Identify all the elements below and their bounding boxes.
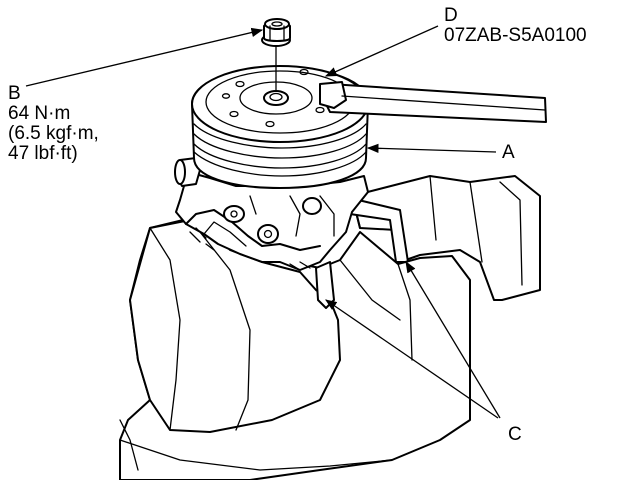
callout-c: C bbox=[508, 425, 522, 445]
pulley-holder-tool bbox=[319, 81, 547, 123]
nut-hex-edges bbox=[269, 25, 285, 41]
vise-base bbox=[119, 439, 393, 471]
pump-nozzle-end bbox=[174, 159, 186, 185]
nut-hole bbox=[271, 21, 283, 27]
pump-boss-2 bbox=[257, 224, 279, 244]
callout-a: A bbox=[502, 143, 515, 163]
pump-boss-hole-1 bbox=[230, 210, 238, 218]
leader-b bbox=[25, 27, 264, 87]
pump-boss-3 bbox=[302, 197, 322, 215]
callout-d-letter: D bbox=[444, 5, 458, 26]
callout-d: D 07ZAB-S5A0100 bbox=[444, 6, 587, 46]
leader-c-right bbox=[405, 260, 501, 419]
pump-flange-inner bbox=[203, 221, 247, 247]
pump-flange bbox=[185, 209, 321, 251]
vise-rear-jaw-bevel bbox=[499, 181, 523, 286]
vise-base-left bbox=[119, 419, 139, 471]
pulley-groove-2 bbox=[193, 133, 367, 159]
pulley-center-thread bbox=[269, 92, 283, 102]
callout-b: B 64 N·m (6.5 kgf·m, 47 lbf·ft) bbox=[8, 84, 99, 164]
callout-d-tool-number: 07ZAB-S5A0100 bbox=[444, 25, 587, 46]
callout-b-torque-kgfm: (6.5 kgf·m, bbox=[8, 123, 99, 144]
pulley-center-boss bbox=[263, 90, 289, 106]
flange-nut bbox=[261, 18, 291, 47]
leader-a bbox=[366, 143, 497, 154]
pump-boss-1 bbox=[223, 205, 245, 223]
callout-b-torque-nm: 64 N·m bbox=[8, 103, 71, 124]
callout-a-letter: A bbox=[502, 142, 515, 163]
nut-top bbox=[264, 18, 290, 30]
pulley-groove-3 bbox=[193, 143, 367, 169]
leader-lines bbox=[25, 25, 501, 419]
leader-c-left bbox=[325, 299, 499, 419]
holder-handle-edge bbox=[341, 95, 546, 111]
pump-boss-hole-2 bbox=[263, 229, 273, 239]
leader-d bbox=[324, 25, 439, 77]
callout-b-torque-lbfft: 47 lbf·ft) bbox=[8, 143, 78, 164]
pulley-groove-1 bbox=[193, 123, 367, 149]
callout-c-letter: C bbox=[508, 424, 522, 445]
callout-b-letter: B bbox=[8, 83, 21, 104]
pump-ribs bbox=[249, 195, 335, 237]
pulley-bolt-holes bbox=[221, 68, 325, 128]
holder-head bbox=[319, 81, 347, 109]
pump-hatching bbox=[189, 227, 311, 271]
water-pump-housing bbox=[174, 157, 369, 271]
pulley-groove-4 bbox=[193, 151, 367, 177]
vise-slide-lines bbox=[339, 259, 413, 361]
vise-front-jaw-groove bbox=[199, 231, 251, 431]
vise-rear-jaw-face bbox=[429, 175, 483, 263]
vise-front-jaw-plate bbox=[315, 261, 335, 309]
vise-front-jaw-edge bbox=[149, 227, 181, 431]
